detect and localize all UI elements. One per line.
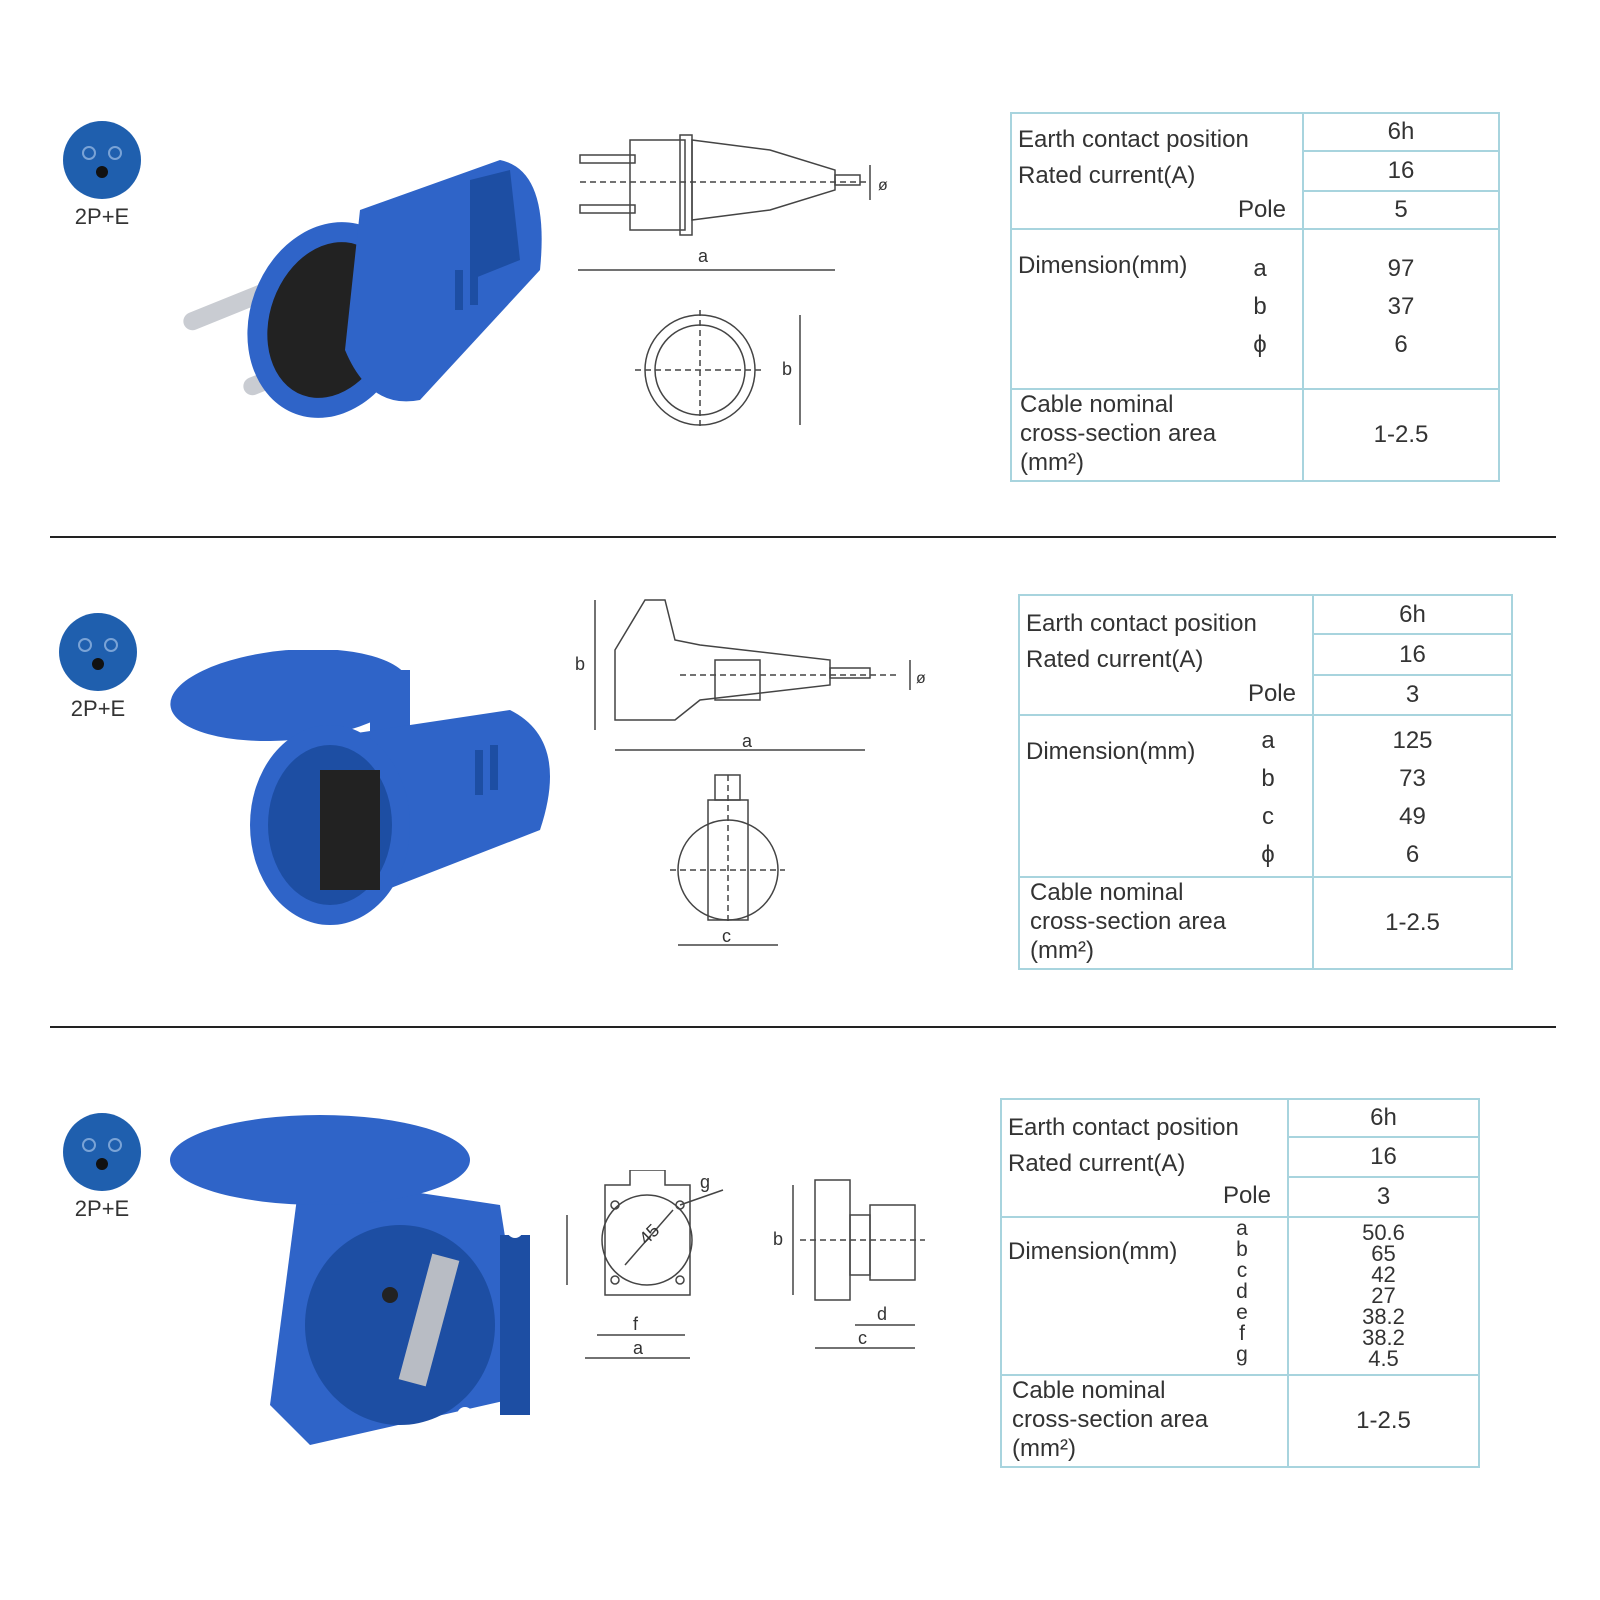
pole-value: 5 bbox=[1394, 196, 1408, 223]
dim-b-label: b bbox=[575, 654, 585, 674]
spec-table-3: Earth contact position Rated current(A) … bbox=[1000, 1098, 1480, 1468]
coupler-drawing: a b ø c bbox=[570, 590, 930, 965]
spec-table-2: Earth contact position Rated current(A) … bbox=[1018, 594, 1513, 970]
dim-a-label: a bbox=[633, 1338, 644, 1358]
earth-contact-value: 6h bbox=[1289, 1100, 1478, 1138]
dimension-letters: a b ϕ bbox=[1253, 255, 1267, 358]
badge-label: 2P+E bbox=[70, 696, 126, 721]
section-divider bbox=[50, 536, 1556, 538]
rated-current-value: 16 bbox=[1304, 152, 1498, 192]
earth-contact-value: 6h bbox=[1304, 114, 1498, 152]
plug-drawing: a ø b bbox=[570, 120, 910, 445]
dimension-letters: a b c d e f g bbox=[1236, 1217, 1248, 1366]
dimension-label: Dimension(mm) bbox=[1008, 1238, 1178, 1265]
earth-contact-icon bbox=[63, 1113, 141, 1191]
dim-b-label: b bbox=[782, 359, 792, 379]
pole-config-badge: 2P+E bbox=[58, 612, 138, 722]
cable-label: Cable nominal cross-section area (mm²) bbox=[1020, 391, 1217, 476]
pole-label: Pole bbox=[1222, 1182, 1271, 1209]
cable-value: 1-2.5 bbox=[1312, 876, 1513, 970]
dim-c-label: c bbox=[722, 926, 731, 946]
pole-config-badge: 2P+E bbox=[62, 120, 142, 230]
product-section-3: 2P+E g 45 f a bbox=[0, 1030, 1600, 1590]
dimension-letters: a b c ϕ bbox=[1261, 727, 1275, 868]
dim-g-label: g bbox=[700, 1172, 710, 1192]
badge-label: 2P+E bbox=[74, 1196, 130, 1221]
dim-a-label: a bbox=[698, 246, 709, 266]
earth-contact-icon bbox=[63, 121, 141, 199]
dim-phi-label: ø bbox=[878, 177, 888, 194]
cable-label: Cable nominal cross-section area (mm²) bbox=[1012, 1377, 1209, 1462]
pole-value: 3 bbox=[1376, 1183, 1391, 1210]
product-section-2: 2P+E a b ø bbox=[0, 540, 1600, 1030]
spec-table-1: Earth contact position Rated current(A) … bbox=[1010, 112, 1500, 482]
pole-value: 3 bbox=[1405, 681, 1420, 708]
dim-angle-label: 45 bbox=[635, 1220, 663, 1248]
rated-current-label: Rated current(A) bbox=[1018, 162, 1196, 189]
pole-label: Pole bbox=[1247, 680, 1296, 707]
cable-value: 1-2.5 bbox=[1302, 388, 1500, 482]
dim-d-label: d bbox=[877, 1304, 887, 1324]
dimension-values: 125 73 49 6 bbox=[1392, 727, 1433, 868]
earth-contact-icon bbox=[59, 613, 137, 691]
cable-value: 1-2.5 bbox=[1287, 1374, 1480, 1468]
dimension-values: 50.6 65 42 27 38.2 38.2 4.5 bbox=[1362, 1220, 1405, 1371]
rated-current-value: 16 bbox=[1314, 635, 1511, 676]
plug-photo bbox=[170, 150, 560, 425]
dim-c-label: c bbox=[858, 1328, 867, 1348]
earth-contact-label: Earth contact position bbox=[1018, 126, 1249, 153]
dim-b-label: b bbox=[773, 1229, 783, 1249]
dim-f-label: f bbox=[633, 1314, 639, 1334]
earth-contact-label: Earth contact position bbox=[1026, 610, 1257, 637]
badge-label: 2P+E bbox=[74, 204, 130, 229]
earth-contact-label: Earth contact position bbox=[1008, 1114, 1239, 1141]
dimension-values: 97 37 6 bbox=[1387, 255, 1415, 358]
rated-current-value: 16 bbox=[1289, 1138, 1478, 1178]
product-section-1: 2P+E a ø bbox=[0, 0, 1600, 540]
rated-current-label: Rated current(A) bbox=[1026, 646, 1204, 673]
rated-current-label: Rated current(A) bbox=[1008, 1150, 1186, 1177]
dimension-label: Dimension(mm) bbox=[1026, 738, 1196, 765]
dimension-label: Dimension(mm) bbox=[1018, 252, 1188, 279]
pole-config-badge: 2P+E bbox=[62, 1112, 142, 1222]
dim-phi-label: ø bbox=[916, 670, 926, 687]
cable-label: Cable nominal cross-section area (mm²) bbox=[1030, 879, 1227, 964]
dim-a-label: a bbox=[742, 731, 753, 751]
panel-socket-photo bbox=[170, 1115, 550, 1450]
earth-contact-value: 6h bbox=[1314, 596, 1511, 635]
coupler-photo bbox=[170, 648, 570, 945]
pole-label: Pole bbox=[1237, 196, 1286, 223]
panel-socket-drawing: g 45 f a b d c bbox=[555, 1169, 935, 1405]
section-divider bbox=[50, 1026, 1556, 1028]
